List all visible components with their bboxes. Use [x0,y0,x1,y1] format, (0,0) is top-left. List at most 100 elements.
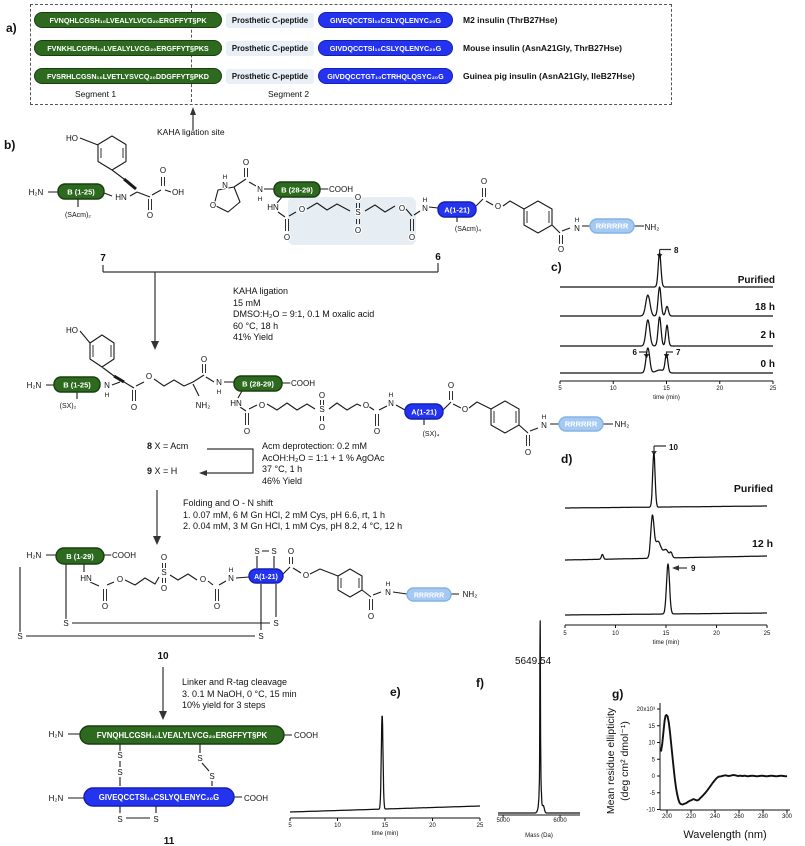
svg-text:20: 20 [716,386,723,392]
bonds [68,733,292,819]
b-chain-pill [79,725,285,745]
sx4-label: (SX)₄ [423,431,440,438]
kaha-ligation-site-label: KAHA ligation site [157,127,225,137]
r-tag-pill [589,218,635,234]
atom-HO: HO [66,326,78,335]
svg-text:5: 5 [652,757,656,763]
svg-text:300: 300 [782,814,793,820]
atom-COOH: COOH [112,551,136,560]
atom-H: H [217,389,222,396]
atom-N: N [574,224,580,233]
b1-29-pill [55,547,105,565]
svg-text:10: 10 [610,386,617,392]
atom-H: H [258,196,263,203]
svg-text:10: 10 [334,823,341,829]
segment1-caption: Segment 1 [75,89,117,99]
svg-text:10: 10 [612,631,619,637]
b1-25-label: B (1-25) [67,188,95,197]
trace-label-18h: 18 h [755,302,775,313]
condition-line: Linker and R-tag cleavage [182,677,288,687]
atom-O: O [146,372,152,381]
atom-O: O [355,193,361,202]
atom-NH2: NH₂ [463,590,478,599]
folding-arrow [153,490,161,545]
atom-S: S [153,815,158,824]
condition-line: 2. 0.04 mM, 3 M Gn HCl, 1 mM Cys, pH 8.2… [183,521,403,531]
atom-S: S [271,547,276,556]
cleavage-arrow [159,667,167,720]
atom-HO: HO [66,134,78,143]
compound-7-number: 7 [100,253,106,264]
compound-8-number: 8 [147,441,153,451]
condition-line: 41% Yield [233,332,274,342]
atom-O: O [319,423,325,432]
atom-S: S [117,815,122,824]
atom-H: H [229,567,234,574]
atom-H2N: H₂N [49,730,64,739]
insulin-row-mouse: FVNKHLCGPH₁₀LVEALYLVCG₂₀ERGFFYT§PKS Pros… [34,39,622,57]
bonds [19,550,459,637]
atom-H: H [105,392,110,399]
cd-ylabel-line1: Mean residue ellipticity [605,707,617,814]
b1-29-label: B (1-29) [66,552,94,561]
atom-H: H [386,581,391,588]
mass-peak-label: 5649.54 [515,656,552,667]
atom-H: H [542,414,547,421]
atom-H2N: H₂N [27,381,42,390]
atom-S: S [319,405,324,414]
atom-S: S [273,619,278,628]
svg-text:15: 15 [382,823,389,829]
atom-H: H [389,392,394,399]
condition-line: 46% Yield [262,475,303,486]
svg-text:20x10³: 20x10³ [637,707,655,713]
structure-compound-7: HO H₂N B (1-25) HN (SAcm)₂ O O OH 7 [28,133,186,264]
atom-NH2: NH₂ [615,420,630,429]
insulin-name: M2 insulin (ThrB27Hse) [463,15,558,25]
atom-O: O [319,391,325,400]
acm-deprotection-conditions: Acm deprotection: 0.2 mM AcOH:H₂O = 1:1 … [262,441,385,487]
atom-O: O [160,166,166,175]
double-bonds [100,148,165,210]
panel-e-label: e) [390,685,401,699]
atom-O: O [288,547,294,556]
sx2-label: (SX)₂ [60,403,77,410]
insulin-row-m2: FVNQHLCGSH₁₀LVEALYLVCG₂₀ERGFFYT§PK Prost… [34,11,557,29]
insulin-name: Guinea pig insulin (AsnA21Gly, IleB27Hse… [463,71,635,81]
kaha-site-arrow [190,107,196,130]
atom-H2N: H₂N [49,794,64,803]
atom-O: O [525,448,531,457]
insulin-row-guinea-pig: FVSRHLCGSN₁₀LVETLYSVCQ₂₀DDGFFYT§PKD Pros… [34,67,635,85]
condition-line: 3. 0.1 M NaOH, 0 °C, 15 min [182,688,297,699]
atom-S: S [209,772,214,781]
a1-21-pill [437,201,477,218]
atom-O: O [284,233,290,242]
atom-NH2: NH₂ [196,401,211,410]
atom-O: O [244,427,250,436]
trace-label-0h: 0 h [761,359,775,370]
double-bonds [244,168,563,244]
wedge-bond [123,177,137,191]
svg-text:240: 240 [710,814,721,820]
double-bonds [103,557,373,610]
atom-N: N [222,181,228,190]
compound-11-number: 11 [164,836,175,846]
r-tag-label: RRRRRR [414,593,444,600]
atom-S: S [117,751,122,760]
condition-line: 1. 0.07 mM, 6 M Gn HCl, 2 mM Cys, pH 6.6… [183,509,386,520]
svg-text:200: 200 [662,814,673,820]
peak-9-annotation: 9 [672,564,696,573]
atom-N: N [541,421,547,430]
peak-10-number: 10 [669,443,678,452]
atom-O: O [243,158,249,167]
atom-COOH: COOH [294,731,318,740]
atom-OH: OH [172,188,184,197]
bonds [46,330,613,434]
atom-O: O [161,553,167,562]
atom-S: S [258,632,263,641]
atom-HN: HN [80,574,92,583]
condition-line: KAHA ligation [233,286,289,296]
kaha-conditions: KAHA ligation 15 mM DMSO:H₂O = 9:1, 0.1 … [233,286,374,344]
atom-H: H [223,174,228,181]
